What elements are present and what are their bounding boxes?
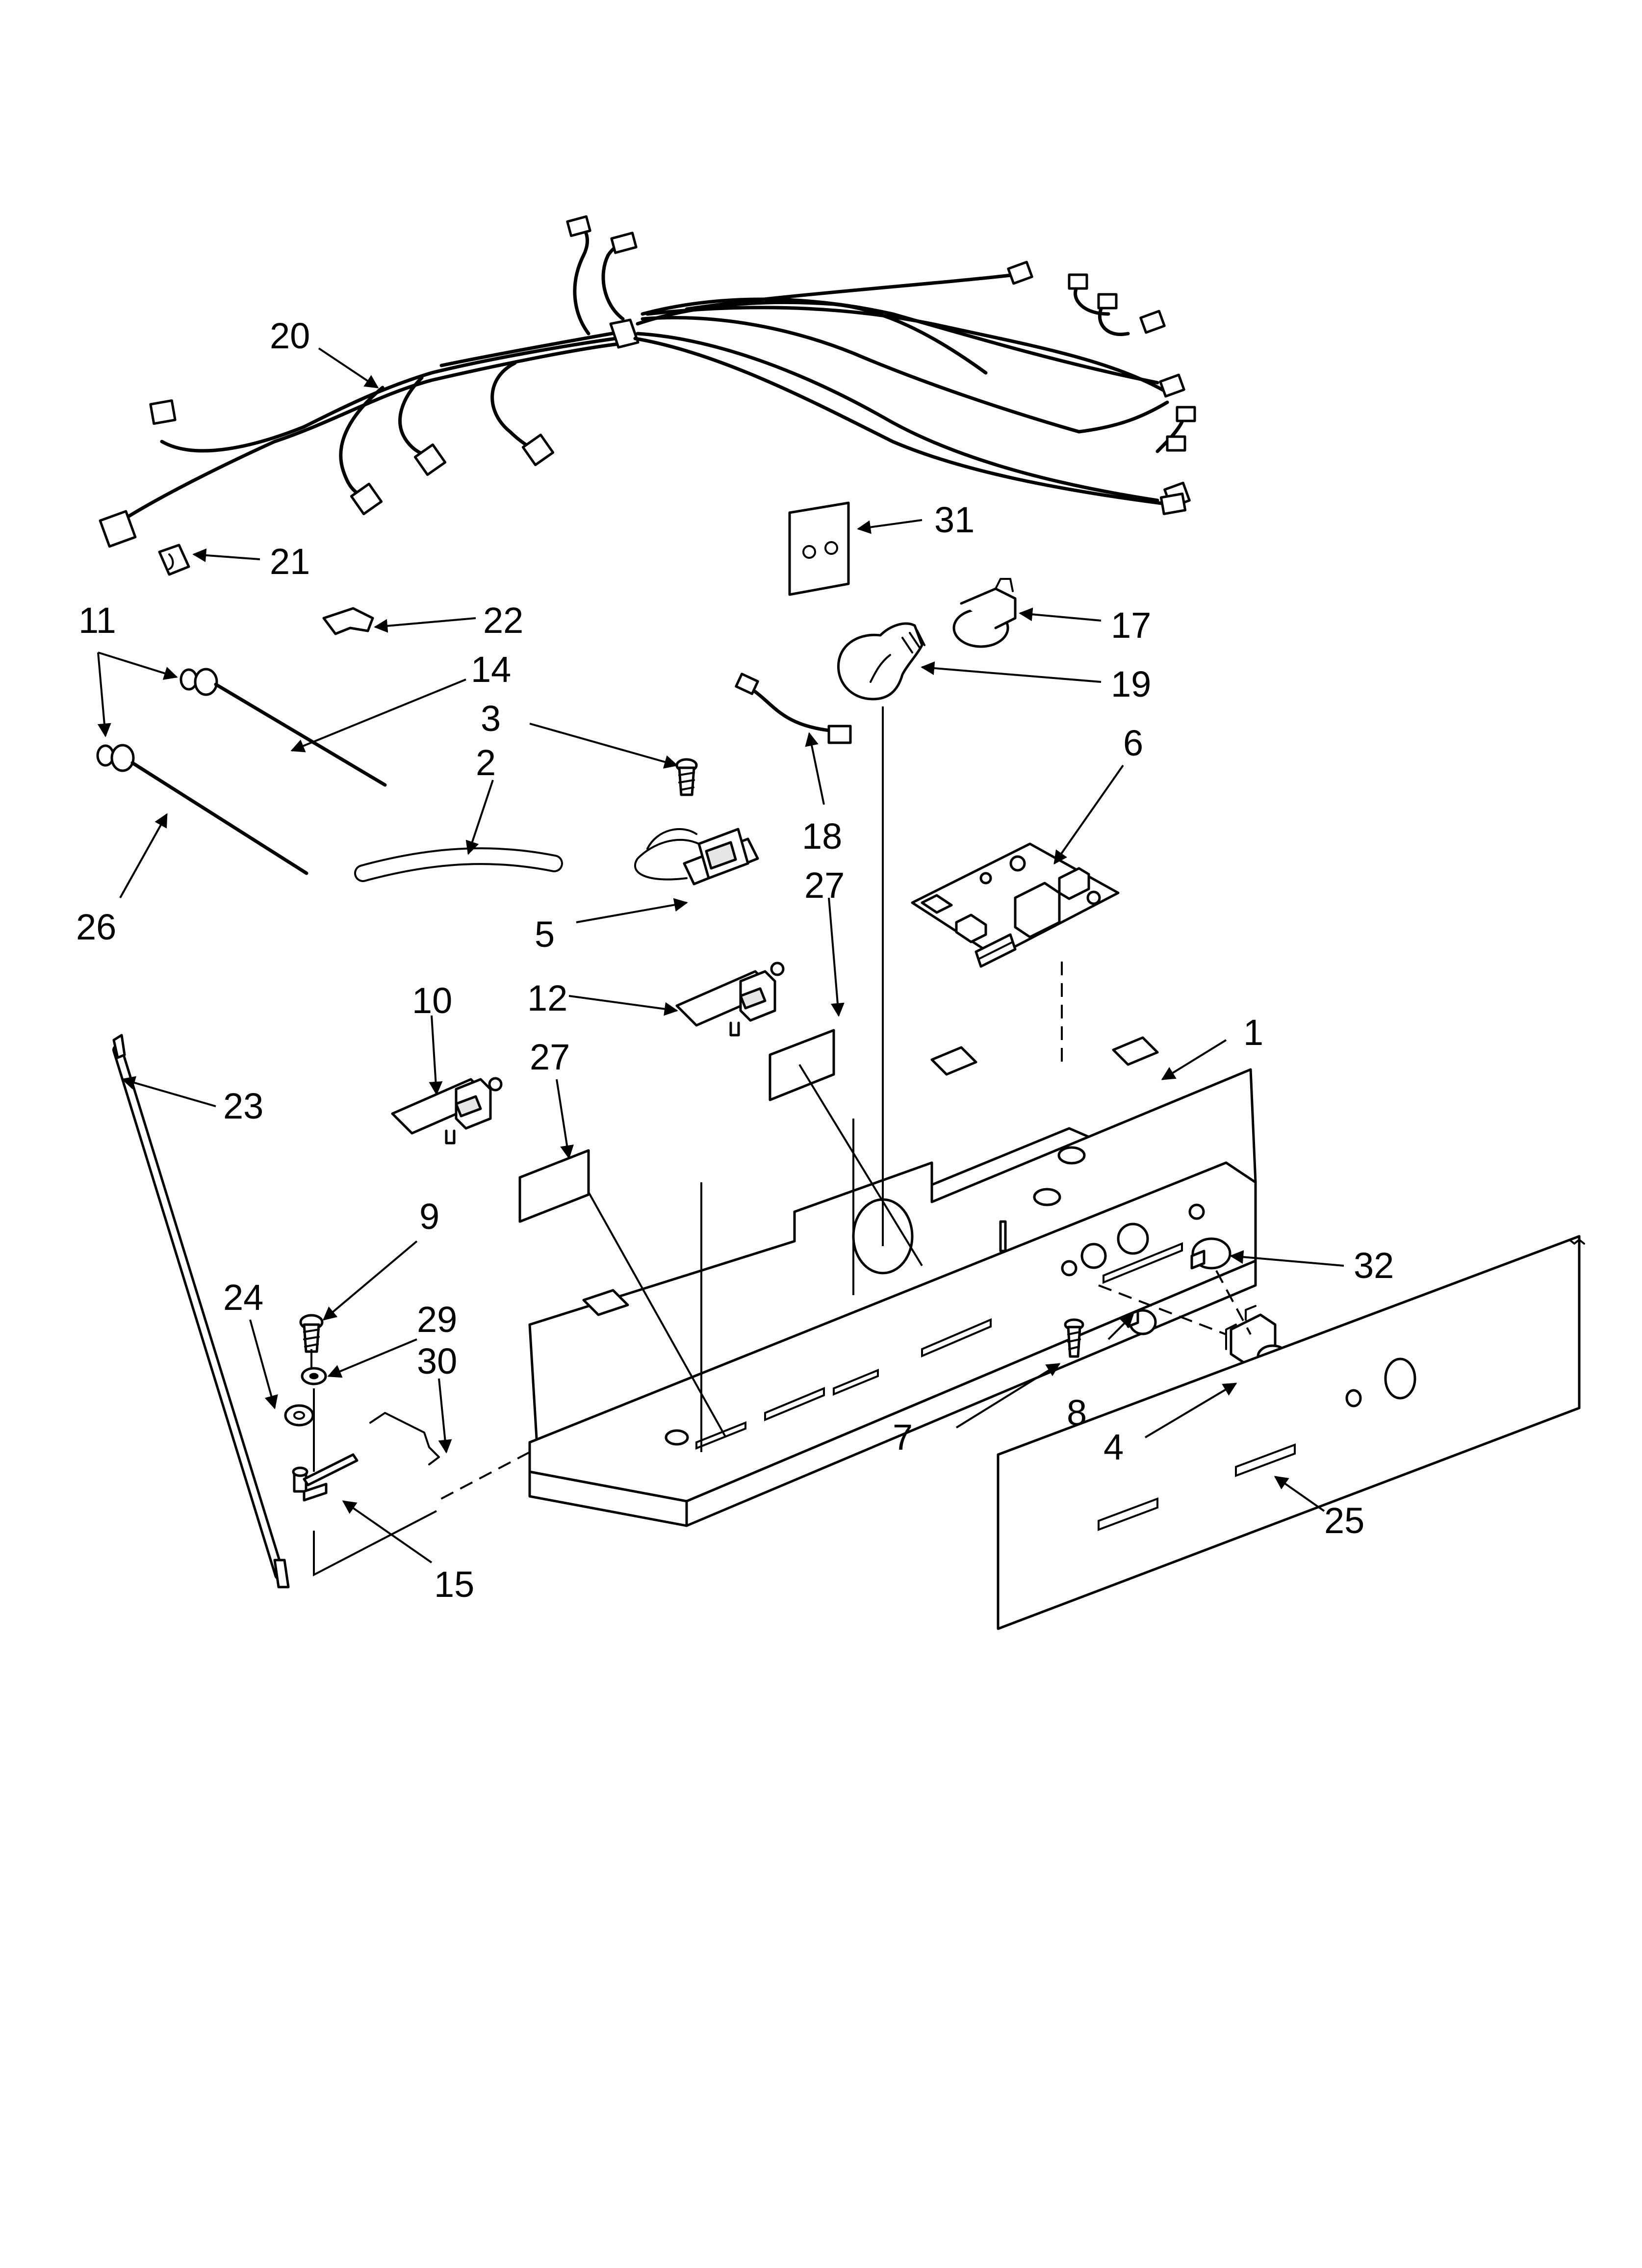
callout-6: 6 [1123, 723, 1143, 763]
bracket-upper [675, 962, 785, 1037]
label-lower [518, 1149, 590, 1223]
callout-30: 30 [417, 1341, 457, 1382]
callout-26: 26 [76, 907, 116, 947]
callout-2: 2 [476, 742, 496, 783]
hinge-bracket [292, 1453, 359, 1502]
shaft-upper [180, 668, 387, 787]
callout-15: 15 [434, 1564, 474, 1605]
knob-small [1127, 1309, 1157, 1335]
wire-harness [99, 215, 1196, 548]
shaft-lower [96, 744, 308, 875]
callout-23: 23 [223, 1086, 263, 1126]
callout-8: 8 [1067, 1392, 1087, 1433]
control-housing [528, 1036, 1257, 1527]
callout-21: 21 [270, 541, 310, 582]
harness-clip [158, 544, 190, 576]
callout-14: 14 [471, 649, 511, 690]
spacer [284, 1404, 314, 1427]
callout-7: 7 [893, 1417, 913, 1458]
hinge-screw [299, 1314, 324, 1353]
callout-10: 10 [412, 980, 452, 1021]
lamp-wire [735, 673, 852, 744]
callout-32: 32 [1354, 1245, 1394, 1286]
callout-18: 18 [802, 816, 842, 857]
callout-22: 22 [483, 600, 523, 641]
housing-screw [1064, 1318, 1084, 1358]
callout-24: 24 [223, 1277, 263, 1318]
callout-9: 9 [419, 1196, 439, 1237]
callout-3: 3 [481, 698, 501, 739]
control-board [911, 842, 1120, 968]
callout-31: 31 [934, 499, 975, 540]
knob-large [1190, 1237, 1232, 1270]
washer [301, 1367, 327, 1385]
screw [675, 758, 698, 796]
callout-5: 5 [535, 914, 555, 955]
callout-4: 4 [1103, 1427, 1124, 1467]
callout-11: 11 [78, 600, 116, 641]
assembly-guides [310, 706, 1252, 1577]
callout-29: 29 [417, 1299, 457, 1340]
cover-rod [112, 1034, 290, 1589]
callout-1: 1 [1243, 1012, 1263, 1053]
light-bulb [837, 622, 925, 701]
callout-25: 25 [1324, 1500, 1364, 1541]
tube [354, 847, 563, 882]
switch-assembly [634, 828, 759, 886]
retainer-clip [369, 1412, 440, 1465]
callout-12: 12 [527, 978, 567, 1018]
callout-27a: 27 [804, 865, 845, 906]
bracket-lower [391, 1077, 503, 1145]
lamp-socket [952, 578, 1017, 648]
callout-labels: 20 21 22 31 17 19 18 6 11 14 3 2 5 26 27… [76, 315, 1394, 1605]
callout-17: 17 [1111, 605, 1151, 646]
cover-plate [788, 501, 850, 596]
trim-panel [997, 1235, 1585, 1630]
callout-leaders [97, 347, 1344, 1564]
label-upper [769, 1029, 835, 1101]
callout-19: 19 [1111, 664, 1151, 704]
callout-20: 20 [270, 315, 310, 356]
callout-27b: 27 [530, 1037, 570, 1077]
wire-tie [322, 607, 374, 635]
